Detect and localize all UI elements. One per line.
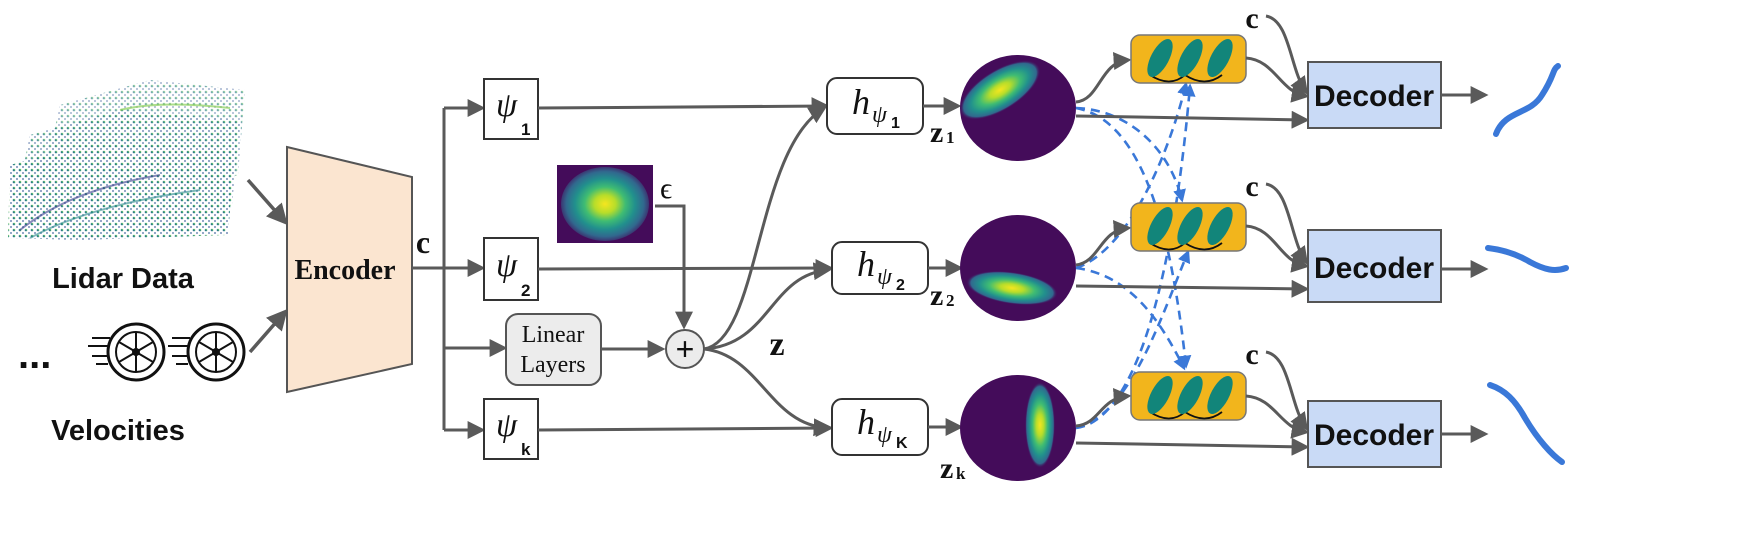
trajectory-2 <box>1485 245 1569 273</box>
decoder-block-2: Decoder <box>1307 229 1442 303</box>
encoder-output-c: c <box>416 224 430 260</box>
svg-text:1: 1 <box>891 115 900 132</box>
wheel-icon <box>168 322 246 382</box>
svg-text:h: h <box>857 244 875 284</box>
svg-text:h: h <box>852 82 870 122</box>
svg-text:z: z <box>930 279 943 312</box>
decoder-context-c-k: c <box>1245 338 1258 371</box>
svg-text:ψ: ψ <box>877 422 893 448</box>
h-to-distribution-arrows <box>923 97 964 436</box>
distribution-k <box>960 375 1076 481</box>
svg-text:ψ: ψ <box>877 264 893 290</box>
svg-text:k: k <box>956 464 966 483</box>
z1-label: z 1 <box>930 116 955 149</box>
svg-text:2: 2 <box>521 281 530 300</box>
svg-text:K: K <box>896 435 908 452</box>
flow-block-k <box>1130 371 1247 421</box>
svg-text:1: 1 <box>521 120 530 139</box>
psi-box-k: ψ k <box>483 398 539 460</box>
svg-text:Decoder: Decoder <box>1314 252 1434 285</box>
decoder-block-k: Decoder <box>1307 400 1442 468</box>
ellipsis: ... <box>18 333 51 377</box>
svg-text:z: z <box>930 116 943 149</box>
encoder-block <box>286 145 413 394</box>
svg-text:2: 2 <box>946 291 955 310</box>
latent-z: z <box>769 326 784 363</box>
distribution-1 <box>959 55 1076 161</box>
epsilon-symbol: ϵ <box>660 172 672 205</box>
svg-text:ψ: ψ <box>496 247 518 284</box>
h-box-k: h ψ K <box>831 398 929 456</box>
svg-text:ψ: ψ <box>496 87 518 124</box>
z2-label: z 2 <box>930 279 955 312</box>
svg-text:k: k <box>521 440 531 459</box>
svg-text:z: z <box>940 452 953 485</box>
sum-to-h-curves <box>703 106 832 437</box>
distribution-2 <box>960 215 1076 321</box>
zk-label: z k <box>940 452 966 485</box>
svg-text:Layers: Layers <box>520 352 585 378</box>
decoder-block-1: Decoder <box>1307 61 1442 129</box>
decoder-context-c-2: c <box>1245 170 1258 203</box>
svg-text:ψ: ψ <box>496 407 518 444</box>
svg-text:Decoder: Decoder <box>1314 80 1434 113</box>
velocities-label: Velocities <box>51 415 185 447</box>
lidar-to-encoder-arrow <box>246 178 288 226</box>
trajectory-k <box>1487 382 1565 465</box>
encoder-output-branches <box>412 99 508 439</box>
lidar-point-cloud <box>8 80 245 240</box>
distribution-to-decoder-arrows <box>1075 110 1310 456</box>
svg-text:Linear: Linear <box>522 322 585 348</box>
svg-text:h: h <box>857 402 875 442</box>
flow-block-1 <box>1130 34 1247 84</box>
psi-box-2: ψ 2 <box>483 237 539 301</box>
noise-to-sum-arrow <box>655 204 693 330</box>
svg-text:Decoder: Decoder <box>1314 419 1434 452</box>
trajectory-1 <box>1493 63 1561 137</box>
encoder-label: Encoder <box>294 255 395 286</box>
noise-gaussian-image <box>557 165 653 243</box>
velocity-to-encoder-arrow <box>248 308 288 354</box>
decoder-output-arrows <box>1441 86 1489 443</box>
decoder-context-c-1: c <box>1245 2 1258 35</box>
dashed-cross-links <box>1075 81 1196 430</box>
flow-block-2 <box>1130 202 1247 252</box>
svg-text:1: 1 <box>946 128 955 147</box>
svg-text:2: 2 <box>896 277 905 294</box>
wheel-icon <box>88 322 166 382</box>
distribution-to-flow-arrows <box>1075 52 1132 428</box>
sum-symbol: + <box>676 331 695 367</box>
linear-layers-block: Linear Layers <box>505 313 602 386</box>
svg-text:ψ: ψ <box>872 102 888 128</box>
lidar-label: Lidar Data <box>52 263 195 295</box>
context-to-decoder-arrows <box>1265 14 1309 431</box>
h-box-1: h ψ 1 <box>826 77 924 135</box>
h-box-2: h ψ 2 <box>831 241 929 295</box>
psi-box-1: ψ 1 <box>483 78 539 140</box>
